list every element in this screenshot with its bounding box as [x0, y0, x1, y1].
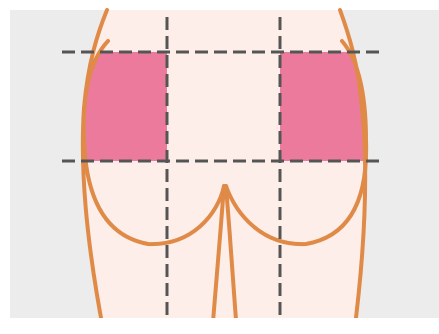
- bottom-white-bar: [30, 318, 439, 334]
